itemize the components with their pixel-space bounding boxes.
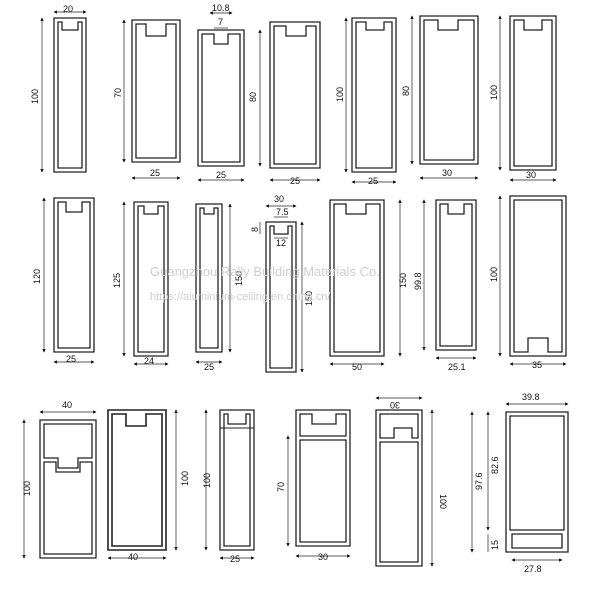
watermark-company: Guangzhou Rally Building Materials Co. (150, 264, 380, 279)
p13-height-label: 99.8 (413, 272, 423, 290)
p3-top-label: 10.8 (212, 3, 230, 13)
profile-p12: 150 50 (329, 199, 408, 372)
p6-height-label: 80 (401, 86, 411, 96)
p10-height-label: 150 (234, 271, 244, 286)
p3-height-label: 80 (248, 92, 258, 102)
profile-p8: 120 25 (32, 197, 95, 364)
p8-width-label: 25 (66, 354, 76, 364)
p17-width-label: 25 (230, 554, 240, 564)
profile-p2: 25 70 (113, 19, 181, 180)
p4-width-label: 25 (290, 176, 300, 186)
profile-p18: 70 30 (276, 409, 351, 562)
p3-width-label: 25 (216, 170, 226, 180)
p11-top-label: 30 (274, 194, 284, 204)
p1-width-label: 20 (63, 4, 73, 14)
p13-width-label: 25.1 (448, 362, 466, 372)
profile-p7: 100 30 (489, 15, 557, 182)
profile-p13: 99.8 25.1 (413, 199, 477, 372)
p8-height-label: 120 (32, 269, 42, 284)
profile-p1: 20 100 (30, 4, 87, 173)
p9-width-label: 24 (144, 356, 154, 366)
profile-p14: 100 35 (489, 195, 567, 370)
p20-total-label: 97.6 (474, 472, 484, 490)
profile-p16: 100 40 (107, 409, 190, 562)
p11-height-label: 150 (304, 291, 314, 306)
p16-height-label: 100 (180, 471, 190, 486)
p2-width-label: 25 (150, 168, 160, 178)
p3-slot-label: 7 (218, 17, 223, 27)
profile-p6: 80 30 (401, 15, 479, 180)
profile-p3: 10.8 7 80 25 (197, 3, 262, 182)
p19-height-label: 100 (438, 494, 448, 509)
p5-height-label: 100 (335, 87, 345, 102)
p15-height-label: 100 (22, 481, 32, 496)
profile-p5: 100 25 (335, 17, 397, 186)
p14-width-label: 35 (532, 360, 542, 370)
profile-p17: 100 25 (202, 409, 255, 564)
p20-top-label: 39.8 (522, 392, 540, 402)
p19-top-label: 30 (390, 400, 400, 410)
profile-p10: 150 25 (195, 203, 244, 372)
p11-slot-label: 7.5 (276, 207, 289, 217)
p12-width-label: 50 (352, 362, 362, 372)
profile-p15: 40 100 (22, 400, 97, 559)
p1-height-label: 100 (30, 89, 40, 104)
profile-p11: 30 7.5 8 12 150 (250, 194, 314, 373)
p20-bottom-label: 27.8 (524, 564, 542, 574)
profile-p4: 25 (269, 21, 321, 186)
p14-height-label: 100 (489, 267, 499, 282)
p6-width-label: 30 (442, 168, 452, 178)
p15-width-label: 40 (62, 400, 72, 410)
profile-p9: 125 24 (112, 201, 169, 366)
p7-height-label: 100 (489, 85, 499, 100)
watermark-url: https://aluminium-ceiling.en.china.cn/ (150, 291, 331, 303)
profile-p20: 39.8 82.6 97.6 15 27.8 (470, 392, 569, 574)
p11-inner-label: 12 (276, 238, 286, 248)
p18-width-label: 30 (318, 552, 328, 562)
p7-width-label: 30 (526, 170, 536, 180)
p11-small-label: 8 (250, 227, 260, 232)
p16-width-label: 40 (128, 552, 138, 562)
p18-height-label: 70 (276, 482, 286, 492)
p12-height-label: 150 (398, 273, 408, 288)
p9-height-label: 125 (112, 273, 122, 288)
p17-height-label: 100 (202, 473, 212, 488)
p20-lower-label: 15 (490, 540, 500, 550)
profile-p19: 30 100 (375, 396, 448, 567)
p5-width-label: 25 (368, 176, 378, 186)
p2-height-label: 70 (113, 88, 123, 98)
p20-upper-label: 82.6 (490, 456, 500, 474)
p10-width-label: 25 (204, 362, 214, 372)
